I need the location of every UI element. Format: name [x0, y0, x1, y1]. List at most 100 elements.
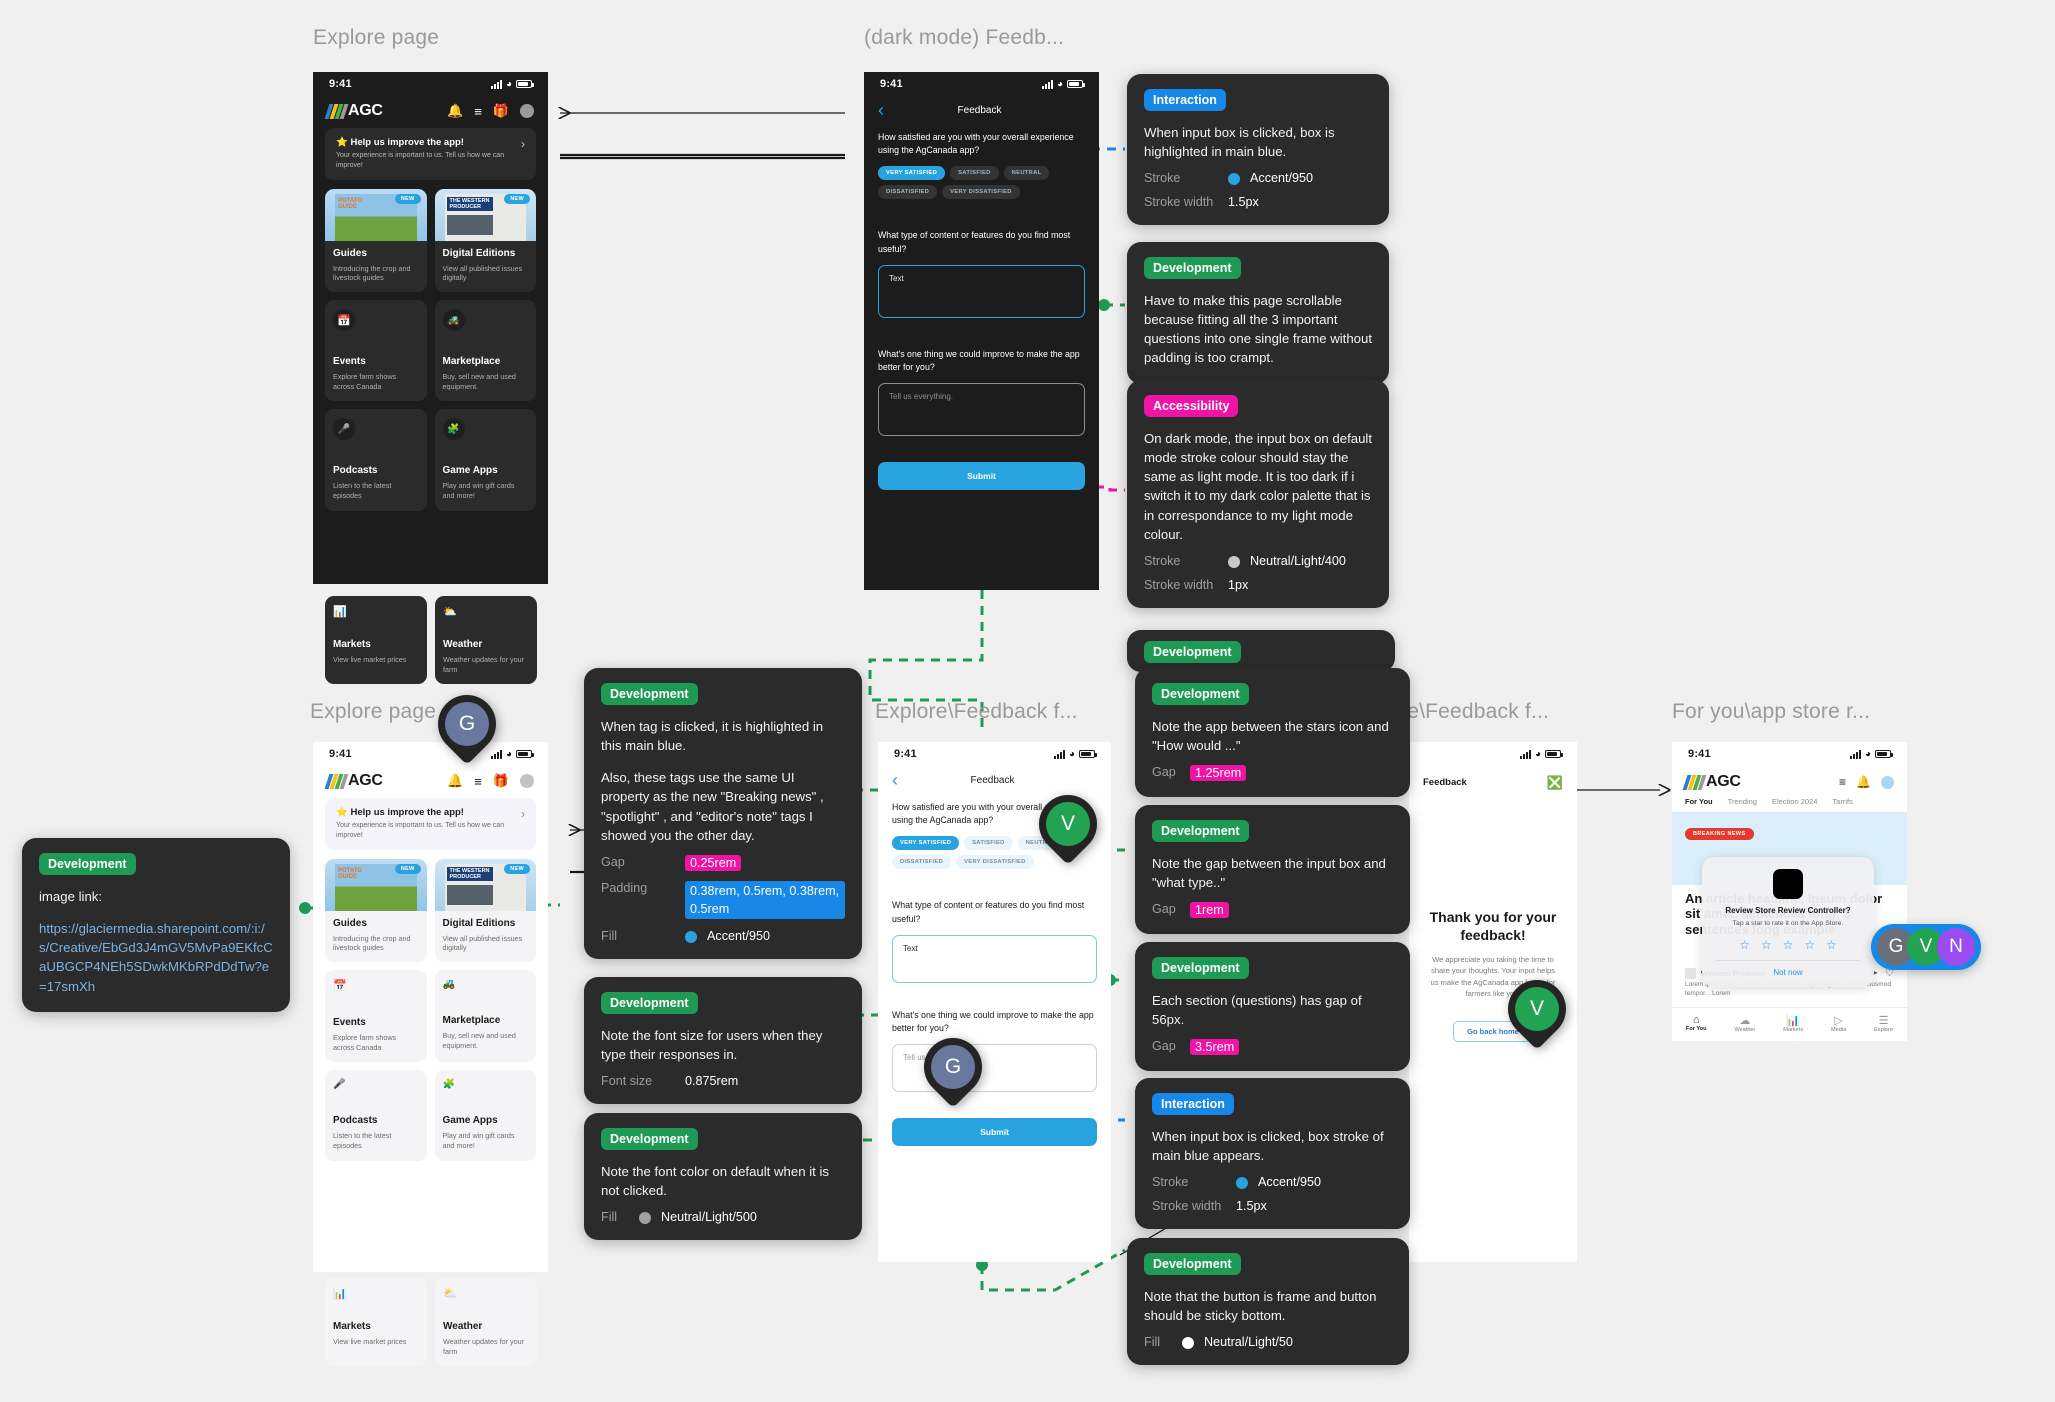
star-rating[interactable]: ☆ ☆ ☆ ☆ ☆	[1716, 938, 1860, 952]
submit-button[interactable]: Submit	[878, 462, 1085, 491]
tile-weather[interactable]: ⛅ Weather Weather updates for your farm	[435, 596, 537, 685]
sliders-icon[interactable]: ≡	[474, 103, 482, 119]
star-icon[interactable]: ☆	[1804, 937, 1816, 952]
tile-marketplace[interactable]: 🚜 Marketplace Buy, sell new and used equ…	[434, 300, 536, 402]
note-tag-click[interactable]: Development When tag is clicked, it is h…	[584, 668, 862, 960]
tile-subtitle: View all published issues digitally	[442, 263, 523, 283]
thankyou-body: We appreciate you taking the time to sha…	[1430, 955, 1556, 998]
prop-stroke-width: Stroke width 1.5px	[1144, 195, 1372, 209]
signal-icon	[1041, 79, 1053, 89]
banner-subtitle: Your experience is important to us. Tell…	[336, 822, 505, 839]
option-very-satisfied[interactable]: VERY SATISFIED	[878, 166, 946, 181]
heart-icon[interactable]: ♡	[1885, 968, 1894, 979]
tab-for-you[interactable]: For You	[1685, 797, 1713, 806]
star-icon[interactable]: ☆	[1782, 937, 1794, 952]
bell-icon[interactable]: 🔔	[1856, 775, 1871, 789]
tile-podcasts[interactable]: 🎤 Podcasts Listen to the latest episodes	[325, 1070, 427, 1161]
tab-election-2024[interactable]: Election 2024	[1771, 797, 1818, 806]
tile-events[interactable]: 📅 Events Explore farm shows across Canad…	[325, 300, 427, 402]
sliders-icon[interactable]: ≡	[1839, 775, 1847, 789]
battery-icon	[1545, 750, 1563, 758]
answer-2-input[interactable]: Text	[892, 934, 1097, 983]
close-circle-icon[interactable]: ❎	[1546, 775, 1563, 790]
tile-markets[interactable]: 📊 Markets View live market prices	[325, 596, 427, 685]
avatar-icon[interactable]	[1881, 775, 1894, 789]
note-gap-section[interactable]: Development Each section (questions) has…	[1135, 942, 1410, 1072]
status-icons: ◕	[1041, 79, 1085, 90]
note-image-link[interactable]: Development image link: https://glacierm…	[22, 838, 290, 1012]
note-interaction-input-blue[interactable]: Interaction When input box is clicked, b…	[1127, 74, 1389, 226]
frame-title-appstore: For you\app store r...	[1672, 700, 1871, 723]
nav-media[interactable]: ▷Media	[1831, 1014, 1846, 1033]
option-dissatisfied[interactable]: DISSATISFIED	[878, 185, 938, 200]
modal-title: Review Store Review Controller?	[1725, 906, 1851, 915]
note-gap-input[interactable]: Development Note the gap between the inp…	[1135, 805, 1410, 935]
tile-podcasts[interactable]: 🎤 Podcasts Listen to the latest episodes	[325, 409, 427, 511]
tile-weather[interactable]: ⛅ Weather Weather updates for your farm	[435, 1278, 537, 1367]
improve-banner[interactable]: ⭐ Help us improve the app! Your experien…	[325, 798, 536, 850]
tile-marketplace[interactable]: 🚜 Marketplace Buy, sell new and used equ…	[434, 970, 536, 1063]
option-very-satisfied[interactable]: VERY SATISFIED	[892, 836, 960, 851]
note-gap-stars[interactable]: Development Note the app between the sta…	[1135, 668, 1410, 798]
note-accessibility[interactable]: Accessibility On dark mode, the input bo…	[1127, 380, 1389, 608]
avatar-cluster[interactable]: G V N	[1871, 924, 1981, 970]
option-neutral[interactable]: NEUTRAL	[1003, 166, 1050, 181]
gift-icon[interactable]: 🎁	[492, 103, 509, 118]
star-icon[interactable]: ☆	[1739, 937, 1750, 952]
improve-banner[interactable]: ⭐ Help us improve the app! Your experien…	[325, 128, 536, 180]
option-satisfied[interactable]: SATISFIED	[950, 166, 999, 181]
option-very-dissatisfied[interactable]: VERY DISSATISFIED	[942, 185, 1020, 200]
status-time: 9:41	[329, 78, 352, 90]
status-bar: 9:41 ◕	[864, 72, 1099, 96]
bell-icon[interactable]: 🔔	[447, 773, 464, 788]
avatar-icon[interactable]	[520, 104, 534, 118]
question-3: What's one thing we could improve to mak…	[892, 1009, 1094, 1033]
avatar-icon[interactable]	[520, 774, 534, 788]
note-font-size[interactable]: Development Note the font size for users…	[584, 977, 862, 1105]
battery-icon	[1875, 750, 1893, 758]
tab-trending[interactable]: Trending	[1727, 797, 1757, 806]
note-tag: Interaction	[1152, 1093, 1234, 1115]
tile-game-apps[interactable]: 🧩 Game Apps Play and win gift cards and …	[434, 409, 536, 511]
tile-title: Game Apps	[442, 1115, 498, 1127]
option-dissatisfied[interactable]: DISSATISFIED	[892, 855, 952, 870]
tile-title: Guides	[333, 247, 367, 259]
star-icon[interactable]: ☆	[1760, 937, 1772, 952]
tile-events[interactable]: 📅 Events Explore farm shows across Canad…	[325, 970, 427, 1063]
not-now-button[interactable]: Not now	[1716, 959, 1860, 977]
answer-2-input[interactable]: Text	[878, 264, 1085, 318]
color-swatch	[685, 931, 697, 944]
sliders-icon[interactable]: ≡	[474, 773, 482, 789]
nav-for-you[interactable]: ⌂For You	[1686, 1014, 1707, 1033]
avatar-n[interactable]: N	[1937, 928, 1975, 966]
submit-button[interactable]: Submit	[892, 1118, 1097, 1147]
explore-dark-overflow-tiles: 📊 Markets View live market prices ⛅ Weat…	[325, 596, 537, 685]
wifi-icon: ◕	[505, 78, 512, 90]
gift-icon[interactable]: 🎁	[492, 773, 509, 788]
note-interaction-stroke[interactable]: Interaction When input box is clicked, b…	[1135, 1078, 1410, 1230]
nav-markets[interactable]: 📊Markets	[1783, 1014, 1803, 1033]
note-font-color[interactable]: Development Note the font color on defau…	[584, 1113, 862, 1241]
back-icon[interactable]: ‹	[878, 100, 884, 120]
tile-markets[interactable]: 📊 Markets View live market prices	[325, 1278, 427, 1367]
answer-3-input[interactable]: Tell us everything.	[878, 383, 1085, 437]
color-swatch	[1182, 1337, 1194, 1350]
bell-icon[interactable]: 🔔	[447, 103, 464, 118]
tab-tarrifs[interactable]: Tarrifs	[1832, 797, 1853, 806]
note-sticky-button[interactable]: Development Note that the button is fram…	[1127, 1238, 1409, 1366]
back-icon[interactable]: ‹	[892, 770, 898, 790]
app-store-review-modal[interactable]: Review Store Review Controller? Tap a st…	[1702, 857, 1874, 987]
note-scrollable[interactable]: Development Have to make this page scrol…	[1127, 242, 1389, 384]
star-icon[interactable]: ☆	[1826, 937, 1837, 952]
note-link[interactable]: https://glaciermedia.sharepoint.com/:i:/…	[39, 921, 273, 994]
tile-game-apps[interactable]: 🧩 Game Apps Play and win gift cards and …	[434, 1070, 536, 1161]
prop-value: 0.875rem	[685, 1074, 739, 1089]
option-satisfied[interactable]: SATISFIED	[964, 836, 1013, 851]
nav-explore[interactable]: ☰Explore	[1874, 1014, 1893, 1033]
option-very-dissatisfied[interactable]: VERY DISSATISFIED	[956, 855, 1034, 870]
nav-weather[interactable]: ☁Weather	[1734, 1014, 1755, 1033]
